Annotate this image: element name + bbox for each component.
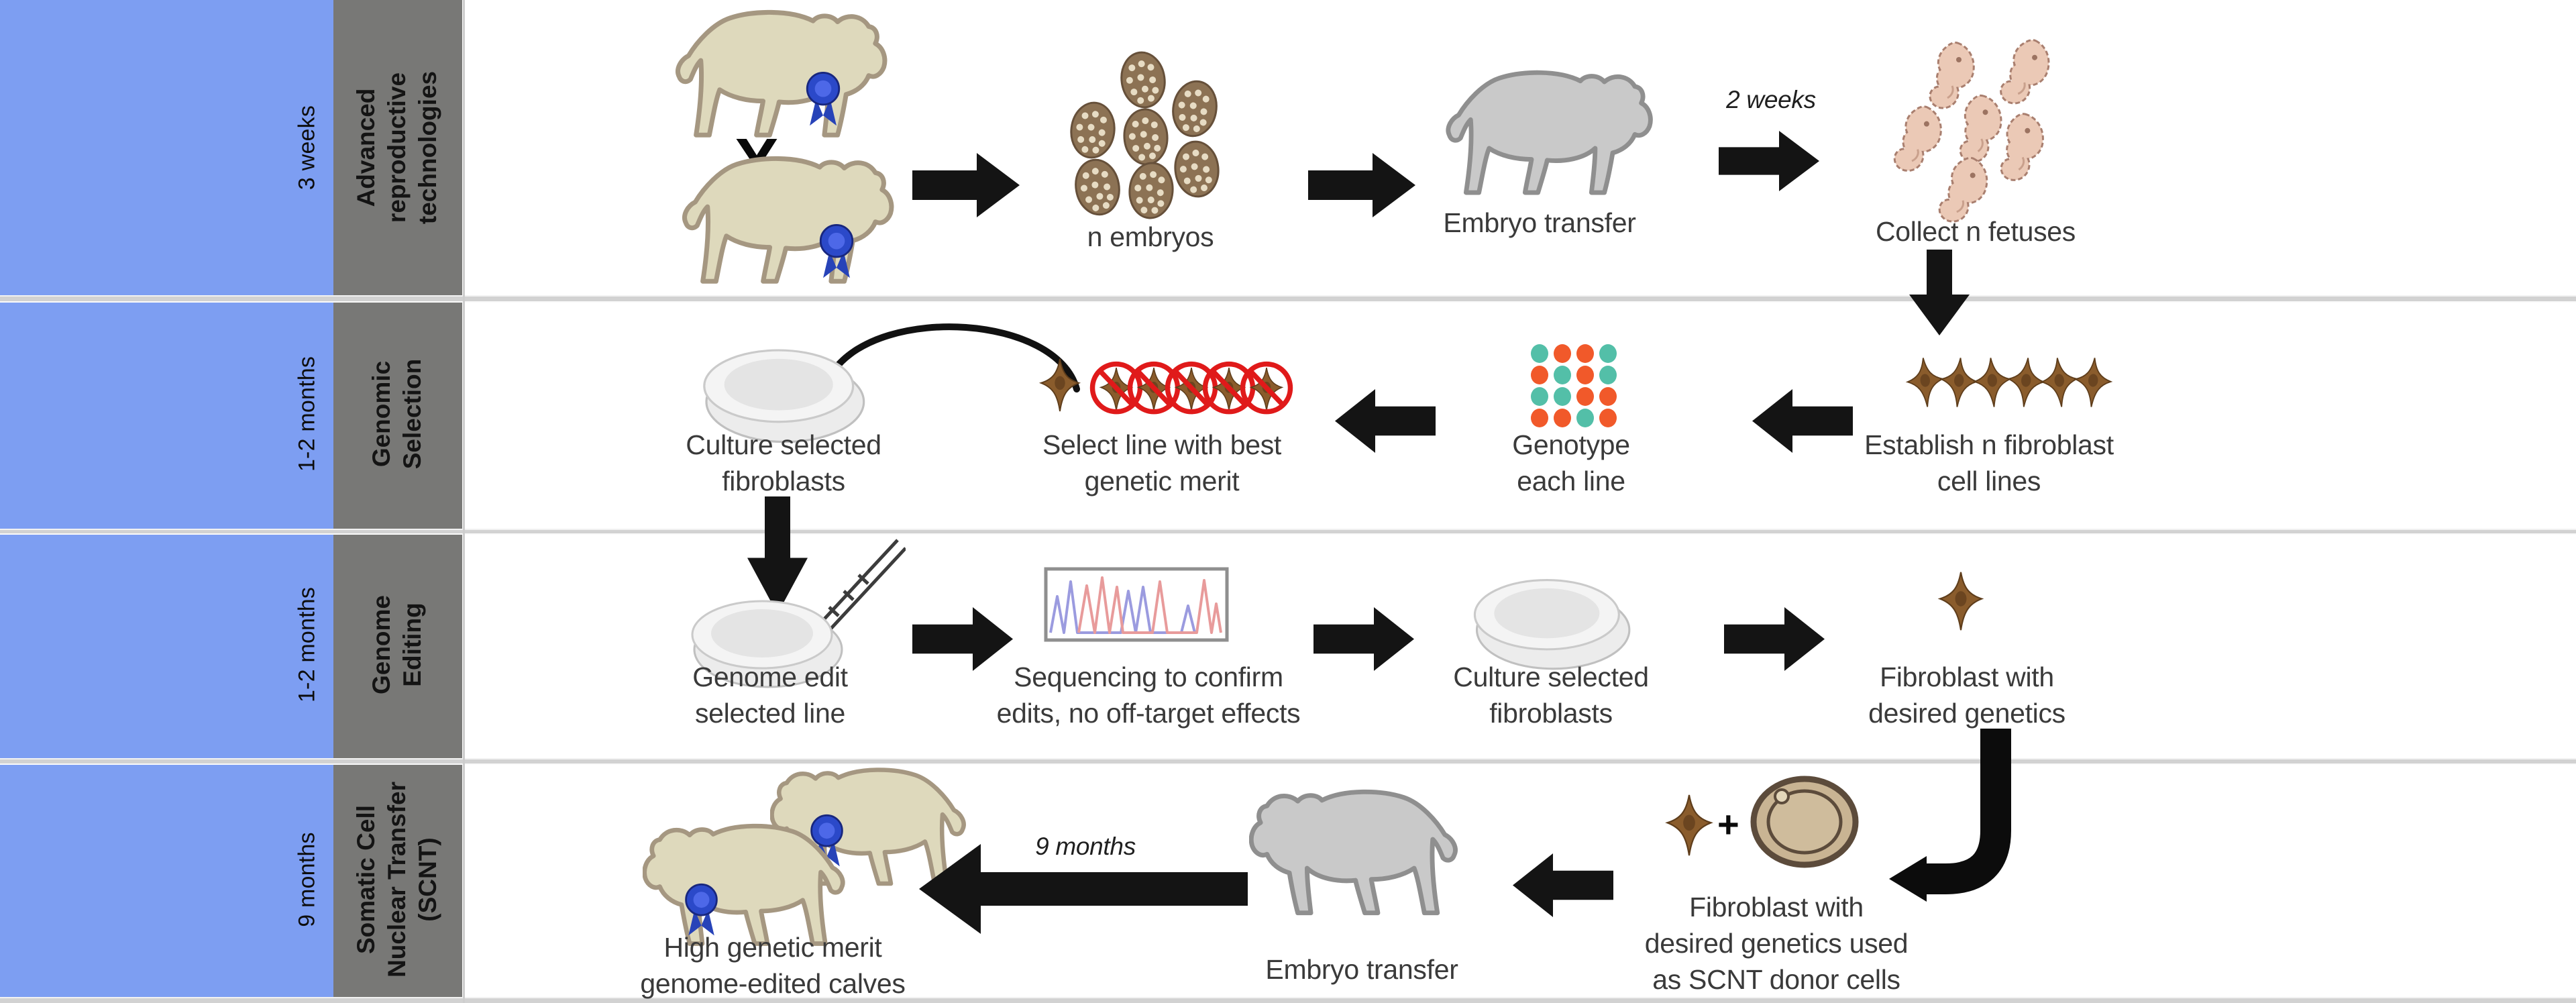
fibroblast-desired-genetics-label: Fibroblast with desired genetics [1868, 662, 2065, 729]
sequencing-chromatogram-icon [1044, 567, 1229, 642]
petri-dish-icon [1462, 569, 1637, 673]
genotype-dot [1576, 366, 1594, 384]
sidebar-category-cell-row3 [333, 532, 462, 758]
fetus-icon [1984, 109, 2048, 185]
sidebar-right-border [463, 0, 465, 1003]
select-best-line-label: Select line with best genetic merit [1042, 429, 1282, 497]
genotype-dot [1531, 344, 1548, 363]
genotype-dot [1531, 366, 1548, 384]
award-ribbon-icon [804, 66, 843, 129]
sequencing-label: Sequencing to confirm edits, no off-targ… [996, 662, 1301, 729]
recipient-cow-icon [1249, 786, 1464, 935]
elite-cow-icon [674, 153, 896, 304]
genotype-dot [1554, 344, 1571, 363]
genotype-dot [1599, 387, 1617, 406]
scnt-donor-cells-label: Fibroblast with desired genetics used as… [1644, 892, 1909, 996]
culture-fibroblasts-label: Culture selected fibroblasts [686, 429, 881, 497]
n-embryos-label: n embryos [1087, 221, 1214, 252]
culture-fibroblasts-label: Culture selected fibroblasts [1453, 662, 1649, 729]
arrow-left-icon [1752, 389, 1853, 453]
fibroblast-cell-line-icon [2071, 353, 2115, 412]
donor-fibroblast-icon [1662, 793, 1716, 857]
embryo-icon [1170, 137, 1224, 201]
row4-category-label: Somatic Cell Nuclear Transfer (SCNT) [352, 781, 441, 978]
genotype-dot [1599, 366, 1617, 384]
edited-fibroblast-icon [1936, 570, 1986, 632]
row4-duration-label: 9 months [294, 832, 320, 927]
establish-cell-lines-label: Establish n fibroblast cell lines [1864, 429, 2114, 497]
row-divider-1 [0, 295, 2576, 303]
sidebar-category-cell-row1 [333, 0, 462, 295]
arrow-right-icon [1719, 131, 1819, 191]
collect-fetuses-label: Collect n fetuses [1876, 216, 2076, 247]
arrow-left-icon [1335, 389, 1436, 453]
high-merit-calves-label: High genetic merit genome-edited calves [640, 932, 906, 1000]
genotype-dot [1531, 409, 1548, 427]
embryo-transfer-label: Embryo transfer [1265, 954, 1458, 985]
embryo-icon [1069, 154, 1126, 220]
arrow-right-icon [1308, 153, 1415, 217]
genotype-dot [1554, 387, 1571, 406]
genotype-each-line-label: Genotype each line [1512, 429, 1630, 497]
row-divider-3 [0, 758, 2576, 765]
elbow-arrow-down-left-icon [1889, 729, 2011, 902]
genotype-dot [1531, 387, 1548, 406]
award-ribbon-icon [817, 218, 856, 282]
row3-category-label: Genome Editing [368, 594, 426, 695]
row1-duration-label: 3 weeks [294, 105, 320, 191]
arrow-left-icon [1513, 853, 1613, 917]
row3-duration-label: 1-2 months [294, 586, 320, 703]
embryo-transfer-label: Embryo transfer [1443, 207, 1636, 238]
two-weeks-caption: 2 weeks [1726, 86, 1816, 113]
rejected-cell-line-icon [1238, 359, 1295, 419]
arrow-right-icon [1724, 607, 1825, 671]
genotype-grid [1531, 344, 1617, 427]
sidebar-category-cell-row2 [333, 300, 462, 529]
row1-category-label: Advanced reproductive technologies [352, 70, 441, 225]
row2-category-label: Genomic Selection [368, 358, 426, 470]
row-divider-4 [0, 997, 2576, 1003]
arrow-left-long-icon [919, 844, 1248, 934]
genotype-dot [1576, 387, 1594, 406]
genotype-dot [1599, 344, 1617, 363]
arrow-down-icon [1909, 250, 1970, 335]
genotype-dot [1554, 366, 1571, 384]
sidebar-time-cell-row4 [0, 762, 333, 997]
nine-months-caption: 9 months [1035, 833, 1136, 860]
arrow-right-icon [1313, 607, 1414, 671]
sidebar-time-cell-row2 [0, 300, 333, 529]
recipient-cow-icon [1439, 67, 1654, 215]
genotype-dot [1576, 344, 1594, 363]
embryo-icon [1120, 106, 1172, 168]
genotype-dot [1576, 409, 1594, 427]
sidebar-time-cell-row1 [0, 0, 333, 295]
row-divider-2 [0, 529, 2576, 535]
embryo-icon [1065, 98, 1120, 162]
selected-fibroblast-icon [1038, 357, 1081, 413]
plus-symbol: + [1717, 803, 1739, 845]
genotype-dot [1554, 409, 1571, 427]
sidebar-time-cell-row3 [0, 532, 333, 758]
sidebar-category-cell-row4 [333, 762, 462, 997]
embryo-icon [1115, 47, 1171, 112]
enucleated-oocyte-icon [1750, 775, 1860, 869]
embryo-icon [1166, 75, 1224, 142]
embryo-icon [1124, 159, 1177, 222]
genotype-dot [1599, 409, 1617, 427]
arrow-right-icon [912, 153, 1020, 217]
genome-edit-label: Genome edit selected line [692, 662, 848, 729]
row2-duration-label: 1-2 months [294, 356, 320, 472]
